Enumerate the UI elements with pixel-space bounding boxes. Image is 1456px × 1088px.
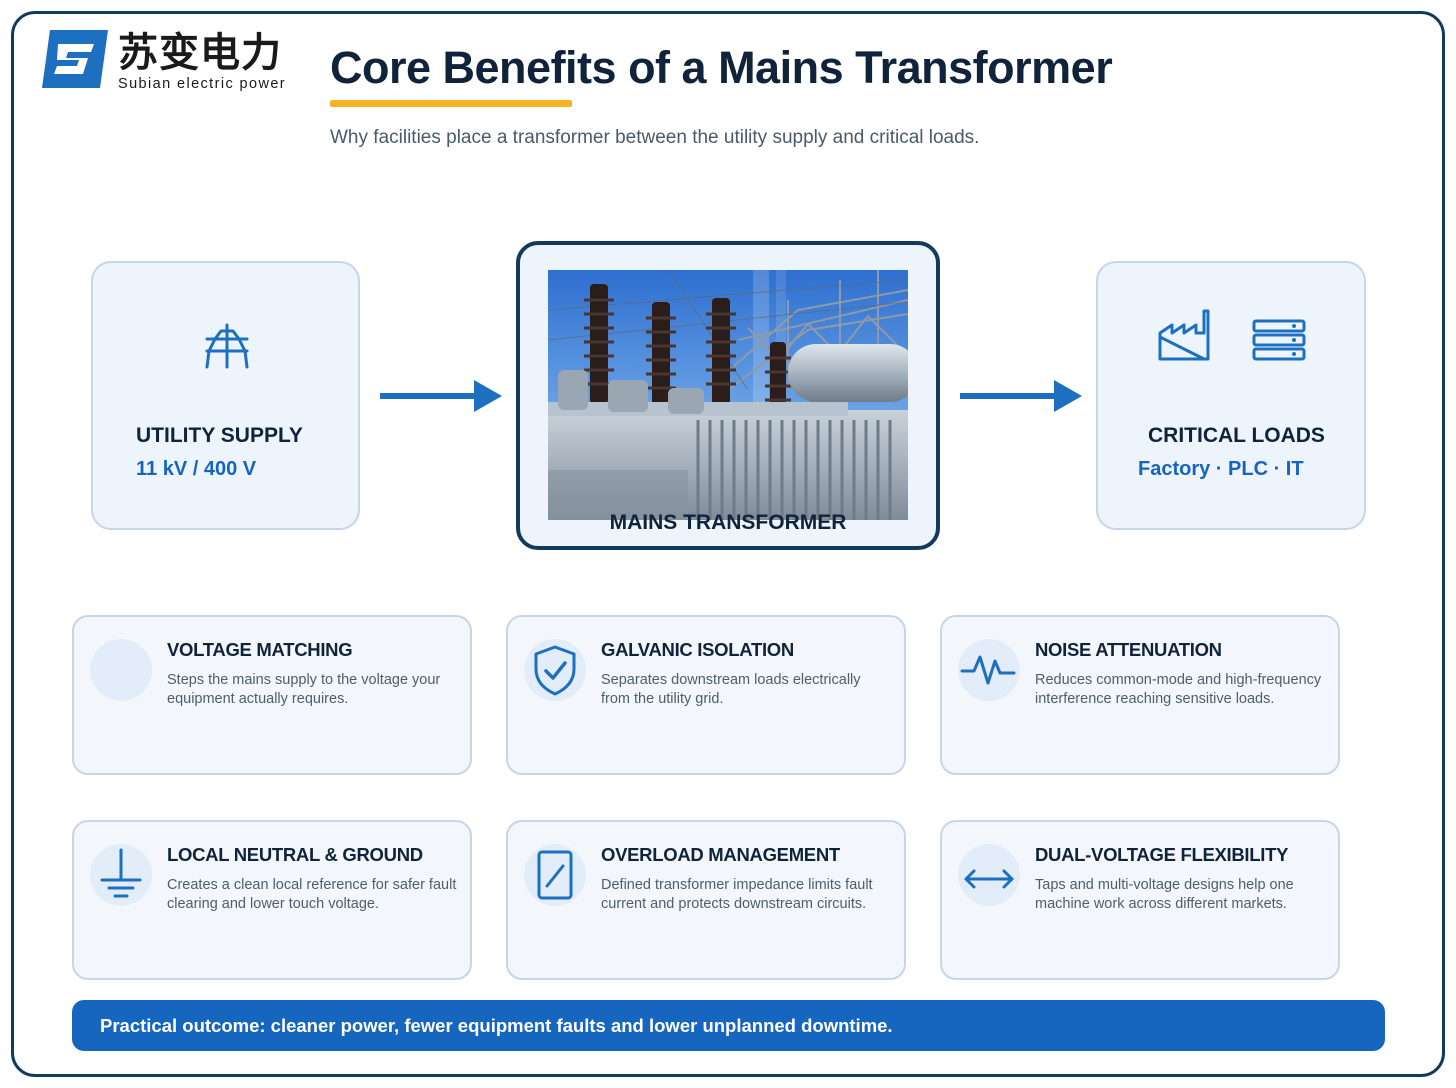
benefit-icon-placeholder: [90, 639, 152, 701]
flow-arrow-right-icon: [380, 380, 502, 412]
utility-supply-title: UTILITY SUPPLY: [136, 424, 303, 447]
shield-check-icon: [524, 639, 586, 701]
flow-arrow-right-icon: [960, 380, 1082, 412]
benefit-description: Defined transformer impedance limits fau…: [601, 877, 873, 912]
banner-text: Practical outcome: cleaner power, fewer …: [100, 1015, 893, 1036]
critical-loads-list: Factory · PLC · IT: [1138, 458, 1304, 480]
ground-icon: [90, 844, 152, 906]
utility-supply-card: UTILITY SUPPLY 11 kV / 400 V: [91, 261, 360, 530]
page-title: Core Benefits of a Mains Transformer: [330, 42, 1113, 93]
brand-name-en: Subian electric power: [118, 76, 287, 92]
page-subtitle: Why facilities place a transformer betwe…: [330, 127, 980, 148]
server-rack-icon: [1252, 319, 1306, 361]
impedance-icon: [524, 844, 586, 906]
brand-logo: 苏变电力 Subian electric power: [42, 30, 302, 92]
benefit-card-voltage-matching: VOLTAGE MATCHING Steps the mains supply …: [72, 615, 472, 775]
double-arrow-icon: [958, 844, 1020, 906]
benefit-description: Creates a clean local reference for safe…: [167, 877, 457, 912]
benefit-card-dual-voltage-flexibility: DUAL-VOLTAGE FLEXIBILITY Taps and multi-…: [940, 820, 1340, 980]
brand-name-cn: 苏变电力: [118, 30, 282, 76]
mains-transformer-card: MAINS TRANSFORMER: [516, 241, 940, 550]
utility-supply-voltage: 11 kV / 400 V: [136, 458, 257, 480]
practical-outcome-banner: Practical outcome: cleaner power, fewer …: [72, 1000, 1385, 1051]
benefit-title: DUAL-VOLTAGE FLEXIBILITY: [1035, 844, 1289, 865]
title-underline: [330, 100, 572, 107]
benefit-description: Taps and multi-voltage designs help one …: [1035, 877, 1294, 912]
benefit-description: Separates downstream loads electrically …: [601, 672, 861, 707]
benefit-card-noise-attenuation: NOISE ATTENUATION Reduces common-mode an…: [940, 615, 1340, 775]
benefit-title: OVERLOAD MANAGEMENT: [601, 844, 840, 865]
benefit-title: VOLTAGE MATCHING: [167, 639, 353, 660]
transformer-photo: [548, 270, 908, 520]
waveform-icon: [958, 639, 1020, 701]
critical-loads-title: CRITICAL LOADS: [1148, 424, 1325, 447]
factory-icon: [1158, 309, 1210, 361]
logo-mark-icon: [42, 30, 108, 88]
benefit-card-local-neutral-ground: LOCAL NEUTRAL & GROUND Creates a clean l…: [72, 820, 472, 980]
benefit-title: LOCAL NEUTRAL & GROUND: [167, 844, 423, 865]
mains-transformer-label: MAINS TRANSFORMER: [609, 511, 847, 534]
benefit-description: Reduces common-mode and high-frequency i…: [1035, 672, 1322, 707]
critical-loads-card: CRITICAL LOADS Factory · PLC · IT: [1096, 261, 1366, 530]
benefit-card-overload-management: OVERLOAD MANAGEMENT Defined transformer …: [506, 820, 906, 980]
benefit-card-galvanic-isolation: GALVANIC ISOLATION Separates downstream …: [506, 615, 906, 775]
pylon-icon: [205, 323, 249, 369]
benefit-description: Steps the mains supply to the voltage yo…: [167, 672, 441, 707]
benefit-title: NOISE ATTENUATION: [1035, 639, 1222, 660]
benefit-title: GALVANIC ISOLATION: [601, 639, 794, 660]
